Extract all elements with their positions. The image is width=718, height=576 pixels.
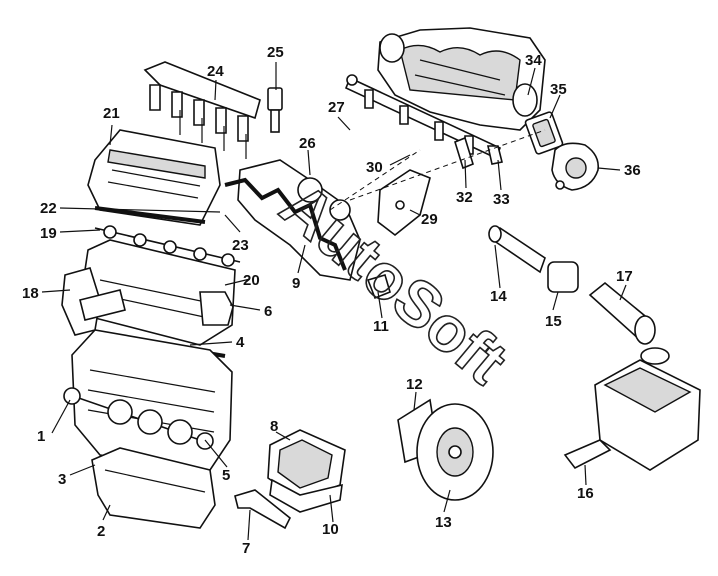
callout-14: 14 [490,288,507,305]
callout-21: 21 [103,105,120,122]
callout-leaders [41,62,627,541]
callout-7: 7 [242,540,250,557]
callout-1: 1 [37,428,45,445]
callout-2: 2 [97,523,105,540]
callout-13: 13 [435,514,452,531]
callout-33: 33 [493,191,510,208]
callout-32: 32 [456,189,473,206]
air-duct [588,281,656,345]
callout-22: 22 [40,200,57,217]
flywheel [416,403,494,501]
air-filter-sensor [563,439,612,470]
callout-16: 16 [577,485,594,502]
callout-9: 9 [292,275,300,292]
air-filter-housing [594,347,701,471]
callout-25: 25 [267,44,284,61]
callout-23: 23 [232,237,249,254]
intake-manifold [377,27,546,131]
fuel-rail [344,74,503,170]
callout-26: 26 [299,135,316,152]
callout-6: 6 [264,303,272,320]
callout-27: 27 [328,99,345,116]
ignition-coil-pack [143,61,261,159]
callout-11: 11 [373,318,389,335]
oxygen-sensor [366,274,391,300]
callout-15: 15 [545,313,562,330]
callout-5: 5 [222,467,230,484]
callout-35: 35 [550,81,567,98]
callout-18: 18 [22,285,39,302]
callout-8: 8 [270,418,278,435]
callout-4: 4 [236,334,245,351]
sensor [267,87,283,133]
callout-10: 10 [322,521,339,538]
throttle-body [524,111,600,191]
callout-30: 30 [366,159,383,176]
callout-19: 19 [40,225,57,242]
bracket [234,489,292,530]
cylinder-head-cover [87,129,221,226]
callout-labels: 1 2 3 4 5 6 7 8 9 10 11 12 13 14 15 16 1… [22,44,641,557]
callout-3: 3 [58,471,66,488]
exhaust-manifold [224,159,361,281]
gearbox-pan [267,429,346,513]
intake-hose [488,225,546,274]
callout-20: 20 [243,272,260,289]
callout-29: 29 [421,211,438,228]
callout-12: 12 [406,376,423,393]
callout-24: 24 [207,63,224,80]
callout-34: 34 [525,52,542,69]
hose-clamp [547,261,579,293]
callout-17: 17 [616,268,633,285]
callout-36: 36 [624,162,641,179]
oil-pan [91,447,216,529]
camshaft [94,225,241,267]
